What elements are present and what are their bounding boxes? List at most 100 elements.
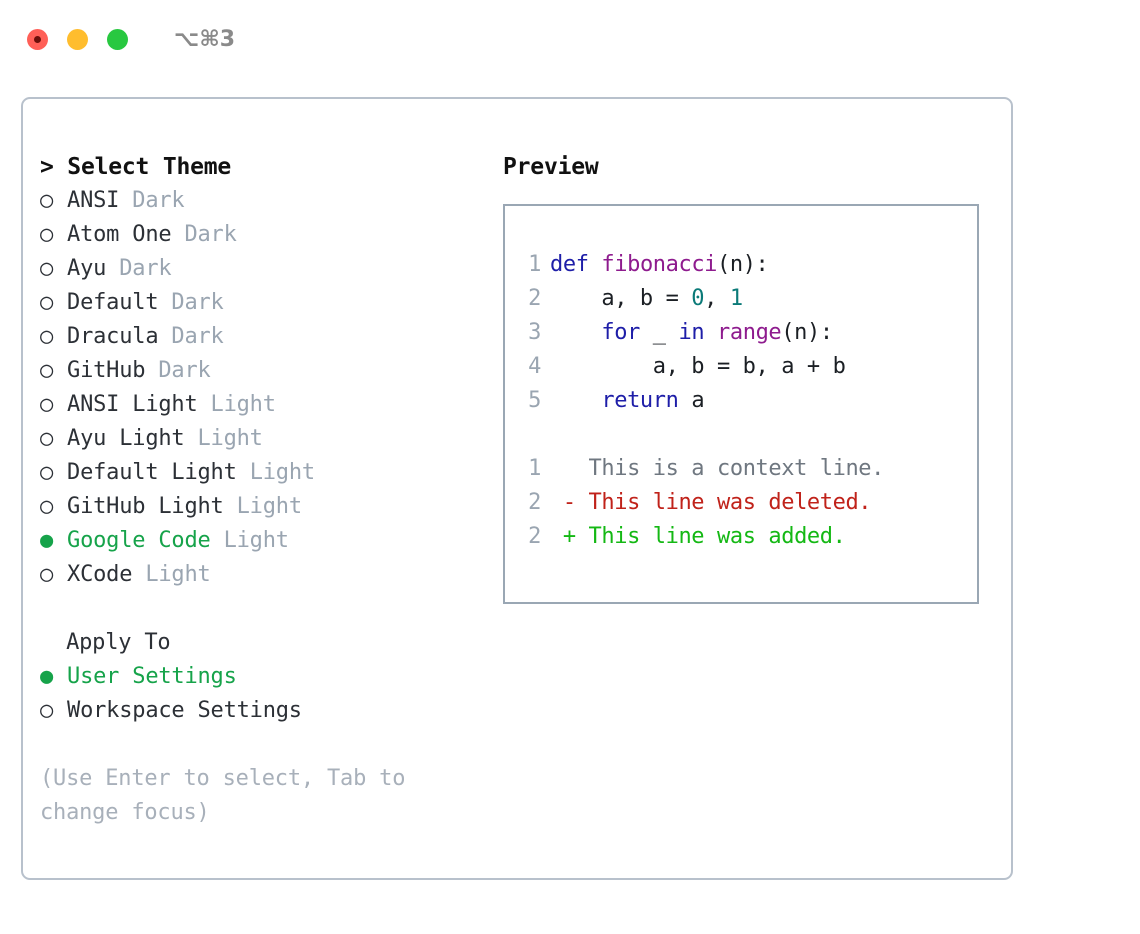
preview-gap [519, 418, 977, 452]
apply-to-option-workspace-settings[interactable]: ○ Workspace Settings [40, 694, 480, 728]
list-spacer [40, 592, 480, 626]
theme-option-xcode[interactable]: ○ XCode Light [40, 558, 480, 592]
line-number: 4 [528, 354, 541, 379]
maximize-window-icon[interactable] [107, 28, 128, 50]
preview-title: Preview [503, 154, 599, 180]
theme-option-variant-tag: Dark [184, 222, 237, 247]
radio-unselected-icon: ○ [40, 324, 54, 349]
diff-line-ctx: 1 This is a context line. [519, 452, 977, 486]
theme-option-label: Google Code [54, 528, 224, 553]
diff-marker: - [550, 490, 576, 515]
radio-unselected-icon: ○ [40, 698, 54, 723]
radio-selected-icon: ● [40, 664, 54, 689]
theme-option-variant-tag: Light [223, 528, 289, 553]
radio-unselected-icon: ○ [40, 222, 54, 247]
apply-to-option-user-settings[interactable]: ● User Settings [40, 660, 480, 694]
code-token [550, 388, 601, 413]
theme-option-variant-tag: Dark [171, 324, 224, 349]
theme-option-atom-one[interactable]: ○ Atom One Dark [40, 218, 480, 252]
keyboard-hint: (Use Enter to select, Tab to change focu… [40, 766, 406, 825]
code-line: 5 return a [519, 384, 977, 418]
theme-option-ayu[interactable]: ○ Ayu Dark [40, 252, 480, 286]
code-token: range [717, 320, 782, 345]
line-number: 2 [528, 524, 541, 549]
diff-text: This line was added. [575, 524, 846, 549]
apply-to-list: ● User Settings○ Workspace Settings [40, 660, 480, 728]
theme-option-google-code[interactable]: ● Google Code Light [40, 524, 480, 558]
diff-sample: 1 This is a context line. 2 - This line w… [519, 452, 977, 554]
theme-option-label: ANSI [54, 188, 133, 213]
code-token: 1 [729, 286, 743, 311]
theme-option-ansi[interactable]: ○ ANSI Dark [40, 184, 480, 218]
theme-option-variant-tag: Light [249, 460, 315, 485]
code-token: 0 [691, 286, 705, 311]
radio-unselected-icon: ○ [40, 290, 54, 315]
radio-unselected-icon: ○ [40, 494, 54, 519]
theme-option-label: Ayu [54, 256, 120, 281]
page-title: > Select Theme [40, 154, 232, 180]
code-line: 2 a, b = 0, 1 [519, 282, 977, 316]
line-number: 2 [528, 490, 541, 515]
code-line: 3 for _ in range(n): [519, 316, 977, 350]
apply-to-option-label: User Settings [54, 664, 237, 689]
theme-option-variant-tag: Dark [158, 358, 211, 383]
radio-unselected-icon: ○ [40, 358, 54, 383]
close-window-icon[interactable] [27, 28, 48, 50]
radio-unselected-icon: ○ [40, 256, 54, 281]
line-number: 1 [528, 252, 541, 277]
line-number: 3 [528, 320, 541, 345]
traffic-lights [27, 28, 128, 50]
theme-option-variant-tag: Light [236, 494, 302, 519]
diff-line-add: 2 + This line was added. [519, 520, 977, 554]
theme-option-label: GitHub Light [54, 494, 237, 519]
theme-option-label: Default Light [54, 460, 250, 485]
radio-unselected-icon: ○ [40, 188, 54, 213]
main-panel: > Select Theme ○ ANSI Dark○ Atom One Dar… [21, 97, 1013, 880]
theme-option-label: Ayu Light [54, 426, 198, 451]
code-token: def [550, 252, 589, 277]
code-token: a, b = [550, 286, 692, 311]
radio-unselected-icon: ○ [40, 460, 54, 485]
theme-option-variant-tag: Light [197, 426, 263, 451]
theme-option-variant-tag: Dark [132, 188, 185, 213]
code-line: 4 a, b = b, a + b [519, 350, 977, 384]
keyboard-shortcut-label: ⌥⌘3 [174, 26, 236, 52]
radio-selected-icon: ● [40, 528, 54, 553]
diff-text: This line was deleted. [575, 490, 872, 515]
code-token: a, b = b, a + b [550, 354, 846, 379]
code-token: , [704, 286, 730, 311]
theme-selector-column: > Select Theme ○ ANSI Dark○ Atom One Dar… [40, 150, 480, 830]
apply-to-option-label: Workspace Settings [54, 698, 302, 723]
line-number: 2 [528, 286, 541, 311]
code-token [704, 320, 717, 345]
code-token: _ [639, 320, 679, 345]
code-token: a [678, 388, 705, 413]
code-token: for [601, 320, 640, 345]
apply-to-label: Apply To [66, 630, 171, 655]
theme-option-ayu-light[interactable]: ○ Ayu Light Light [40, 422, 480, 456]
theme-option-variant-tag: Light [210, 392, 276, 417]
theme-option-github[interactable]: ○ GitHub Dark [40, 354, 480, 388]
code-token: return [601, 388, 679, 413]
radio-unselected-icon: ○ [40, 562, 54, 587]
code-token: in [678, 320, 705, 345]
theme-option-label: Atom One [54, 222, 185, 247]
code-token [550, 320, 601, 345]
code-token: (n): [781, 320, 833, 345]
theme-option-github-light[interactable]: ○ GitHub Light Light [40, 490, 480, 524]
radio-unselected-icon: ○ [40, 426, 54, 451]
code-token: fibonacci [601, 252, 718, 277]
theme-option-label: Default [54, 290, 172, 315]
theme-option-default[interactable]: ○ Default Dark [40, 286, 480, 320]
theme-option-ansi-light[interactable]: ○ ANSI Light Light [40, 388, 480, 422]
theme-option-dracula[interactable]: ○ Dracula Dark [40, 320, 480, 354]
line-number: 5 [528, 388, 541, 413]
theme-option-default-light[interactable]: ○ Default Light Light [40, 456, 480, 490]
theme-list: ○ ANSI Dark○ Atom One Dark○ Ayu Dark○ De… [40, 184, 480, 592]
minimize-window-icon[interactable] [67, 28, 88, 50]
title-bar: ⌥⌘3 [0, 0, 1140, 78]
